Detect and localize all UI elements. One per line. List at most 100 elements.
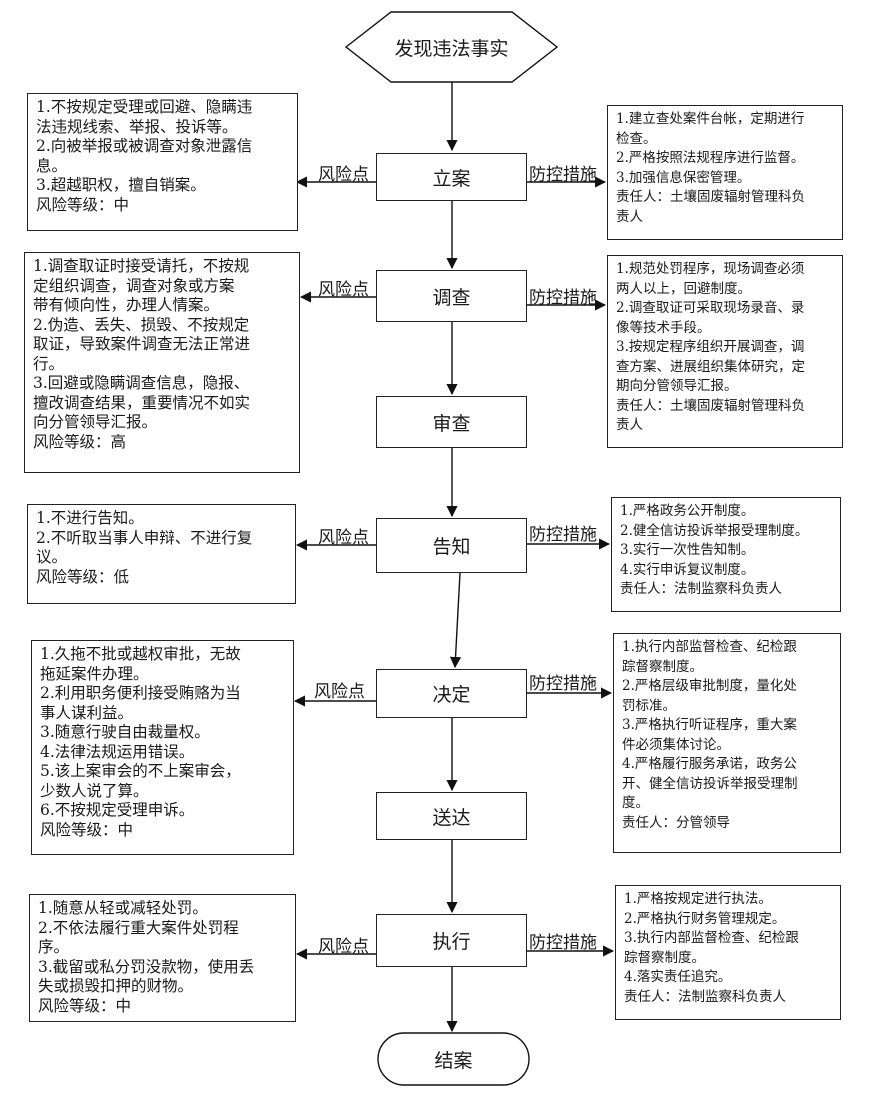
step-review: 审查 [376,396,527,448]
control-responsible: 责任人：土壤固废辐射管理科负 [616,397,805,414]
risk-box-execution: 1.随意从轻或减轻处罚。 2.不依法履行重大案件处罚程 序。 3.截留或私分罚没… [29,894,296,1022]
control-line: 1.规范处罚程序，现场调查必须 [616,261,805,277]
risk-line: 5.该上案审会的不上案审会， [40,762,241,780]
end-label: 结案 [434,1049,473,1072]
risk-line: 向分管领导汇报。 [33,413,158,431]
start-hexagon [344,11,559,83]
control-line: 4.严格履行服务承诺，政务公 [622,756,797,772]
control-line: 3.实行一次性告知制。 [620,542,755,558]
risk-label-decision: 风险点 [314,682,365,702]
control-line: 2.严格按照法规程序进行监督。 [616,150,805,166]
start-label: 发现违法事实 [394,37,509,60]
risk-line: 3.随意行驶自由裁量权。 [40,723,210,741]
control-line: 期向分管领导汇报。 [616,378,738,394]
risk-line: 议。 [36,548,68,566]
control-line: 罚标准。 [622,697,676,714]
control-line: 2.严格层级审批制度，量化处 [622,678,797,694]
control-responsible: 责任人：分管领导 [622,814,730,831]
risk-line: 3.超越职权，擅自销案。 [36,176,206,194]
risk-level: 风险等级：中 [40,820,134,839]
control-label-notification: 防控措施 [529,525,597,545]
control-line: 1.执行内部监督检查、纪检跟 [622,639,797,655]
risk-line: 2.不听取当事人申辩、不进行复 [36,528,253,547]
control-line: 3.加强信息保密管理。 [616,169,751,186]
risk-line: 2.不依法履行重大案件处罚程 [38,918,239,937]
risk-line: 3.截留或私分罚没款物，使用丢 [38,957,255,976]
step-decision: 决定 [376,669,527,718]
step-filing: 立案 [376,153,527,201]
risk-line: 取证，导致案件调查无法正常进 [33,335,251,353]
control-label-investigation: 防控措施 [529,288,597,308]
control-responsible: 责人 [616,208,643,225]
risk-line: 6.不按规定受理申诉。 [40,801,195,819]
control-box-notification: 1.严格政务公开制度。 2.健全信访投诉举报受理制度。 3.实行一次性告知制。 … [611,497,841,612]
step-notification: 告知 [376,518,527,573]
control-label-execution: 防控措施 [529,933,597,953]
control-line: 踪督察制度。 [622,658,703,675]
control-line: 两人以上，回避制度。 [616,280,751,297]
control-line: 2.严格执行财务管理规定。 [624,910,786,927]
control-responsible: 责人 [616,417,643,433]
risk-label-notification: 风险点 [318,528,369,548]
control-line: 踪督察制度。 [624,949,705,966]
control-line: 2.健全信访投诉举报受理制度。 [620,522,809,539]
control-box-investigation: 1.规范处罚程序，现场调查必须 两人以上，回避制度。 2.调查取证可采取现场录音… [607,255,843,448]
control-line: 1.建立查处案件台帐，定期进行 [616,111,805,127]
control-line: 检查。 [616,130,657,147]
end-terminator [377,1032,530,1086]
risk-line: 2.向被举报或被调查对象泄露信 [36,137,253,155]
control-label-decision: 防控措施 [529,674,597,694]
risk-label-filing: 风险点 [318,165,369,185]
risk-box-decision: 1.久拖不批或越权审批，无故 拖延案件办理。 2.利用职务便利接受贿赂为当 事人… [31,640,294,855]
risk-line: 1.不按规定受理或回避、隐瞒违 [36,98,253,116]
risk-line: 法违规线索、举报、投诉等。 [36,117,238,136]
risk-box-investigation: 1.调查取证时接受请托，不按规 定组织调查，调查对象或方案 带有倾向性，办理人情… [24,252,300,473]
control-line: 开、健全信访投诉举报受理制 [622,775,798,792]
risk-line: 少数人说了算。 [40,781,149,800]
risk-label-execution: 风险点 [318,937,369,957]
control-label-filing: 防控措施 [529,165,597,185]
control-box-execution: 1.严格按规定进行执法。 2.严格执行财务管理规定。 3.执行内部监督检查、纪检… [615,885,841,1020]
control-line: 1.严格按规定进行执法。 [624,891,772,907]
risk-line: 行。 [33,354,65,373]
step-delivery: 送达 [376,792,527,840]
risk-line: 2.伪造、丢失、损毁、不按规定 [33,315,250,334]
control-line: 度。 [622,795,649,811]
risk-line: 失或损毁扣押的财物。 [38,977,194,995]
control-box-filing: 1.建立查处案件台帐，定期进行 检查。 2.严格按照法规程序进行监督。 3.加强… [607,105,843,240]
step-execution: 执行 [376,914,527,967]
risk-line: 1.不进行告知。 [36,509,144,527]
risk-box-filing: 1.不按规定受理或回避、隐瞒违 法违规线索、举报、投诉等。 2.向被举报或被调查… [27,93,298,231]
risk-level: 风险等级：高 [33,432,127,451]
risk-line: 擅改调查结果，重要情况不如实 [33,393,251,412]
control-line: 1.严格政务公开制度。 [620,503,755,519]
control-line: 查方案、进展组织集体研究，定 [616,358,805,375]
risk-line: 带有倾向性，办理人情案。 [33,296,220,314]
control-line: 4.落实责任追究。 [624,969,732,985]
risk-line: 1.久拖不批或越权审批，无故 [40,645,241,663]
control-line: 2.调查取证可采取现场录音、录 [616,300,805,316]
risk-box-notification: 1.不进行告知。 2.不听取当事人申辩、不进行复 议。 风险等级：低 [27,504,296,604]
risk-line: 1.随意从轻或减轻处罚。 [38,899,208,917]
control-box-decision: 1.执行内部监督检查、纪检跟 踪督察制度。 2.严格层级审批制度，量化处 罚标准… [613,633,841,853]
control-line: 3.执行内部监督检查、纪检跟 [624,930,799,946]
risk-label-investigation: 风险点 [318,280,369,300]
risk-line: 1.调查取证时接受请托，不按规 [33,257,250,275]
risk-line: 3.回避或隐瞒调查信息，隐报、 [33,374,250,392]
control-line: 3.按规定程序组织开展调查，调 [616,339,805,355]
risk-line: 拖延案件办理。 [40,664,149,683]
control-line: 4.实行申诉复议制度。 [620,561,755,578]
control-line: 像等技术手段。 [616,319,711,336]
control-line: 件必须集体讨论。 [622,736,730,753]
risk-line: 4.法律法规运用错误。 [40,742,195,761]
risk-level: 风险等级：中 [36,195,130,214]
control-responsible: 责任人：土壤固废辐射管理科负 [616,189,805,205]
risk-line: 息。 [36,156,68,175]
control-responsible: 责任人：法制监察科负责人 [624,988,786,1005]
risk-line: 序。 [38,938,70,956]
risk-line: 定组织调查，调查对象或方案 [33,276,235,295]
risk-line: 事人谋利益。 [40,703,134,722]
control-line: 3.严格执行听证程序，重大案 [622,717,797,733]
risk-level: 风险等级：中 [38,996,132,1015]
